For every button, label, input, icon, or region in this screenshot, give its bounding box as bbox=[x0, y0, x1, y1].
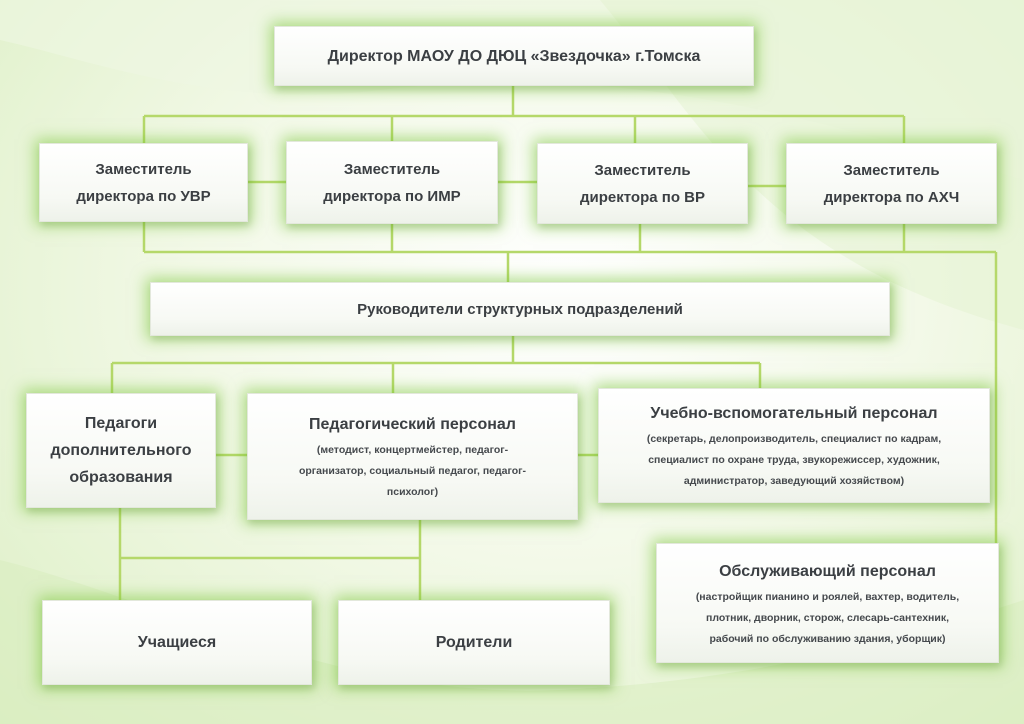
ped-staff-line1: (методист, концертмейстер, педагог- bbox=[316, 444, 509, 456]
deputy-imr-line2: директора по ИМР bbox=[323, 187, 461, 205]
deputy-imr-line1: Заместитель bbox=[343, 160, 441, 178]
teachers-line3: образования bbox=[69, 469, 173, 486]
ped-staff-line3: психолог) bbox=[386, 486, 439, 498]
deputy-ahch-line1: Заместитель bbox=[843, 161, 940, 179]
aux-staff-line2: специалист по охране труда, звукорежиссе… bbox=[648, 454, 940, 466]
deputy-uvr-line2: директора по УВР bbox=[76, 187, 211, 205]
service-staff-box: Обслуживающий персонал (настройщик пиани… bbox=[656, 543, 999, 663]
parents-box: Родители bbox=[338, 600, 610, 685]
ped-staff-title: Педагогический персонал bbox=[309, 416, 516, 433]
service-staff-line2: плотник, дворник, сторож, слесарь-сантех… bbox=[705, 611, 950, 624]
service-staff-line1: (настройщик пианино и роялей, вахтер, во… bbox=[695, 590, 960, 603]
parents-title: Родители bbox=[435, 634, 513, 651]
aux-staff-title: Учебно-вспомогательный персонал bbox=[650, 405, 938, 422]
aux-staff-line3: администратор, заведующий хозяйством) bbox=[683, 475, 905, 487]
aux-staff-box: Учебно-вспомогательный персонал (секрета… bbox=[598, 388, 990, 503]
teachers-line1: Педагоги bbox=[84, 415, 158, 432]
teachers-line2: дополнительного bbox=[50, 442, 192, 459]
heads-title: Руководители структурных подразделений bbox=[357, 300, 683, 318]
director-title: Директор МАОУ ДО ДЮЦ «Звездочка» г.Томск… bbox=[327, 47, 701, 65]
deputy-uvr-box: Заместитель директора по УВР bbox=[39, 143, 248, 222]
deputy-vr-box: Заместитель директора по ВР bbox=[537, 143, 748, 224]
students-box: Учащиеся bbox=[42, 600, 312, 685]
service-staff-title: Обслуживающий персонал bbox=[719, 562, 936, 580]
director-box: Директор МАОУ ДО ДЮЦ «Звездочка» г.Томск… bbox=[274, 26, 754, 86]
deputy-vr-line1: Заместитель bbox=[594, 161, 691, 179]
ped-staff-line2: организатор, социальный педагог, педагог… bbox=[298, 465, 527, 477]
deputy-imr-box: Заместитель директора по ИМР bbox=[286, 141, 498, 224]
aux-staff-line1: (секретарь, делопроизводитель, специалис… bbox=[646, 433, 942, 445]
service-staff-line3: рабочий по обслуживанию здания, уборщик) bbox=[709, 632, 946, 645]
deputy-ahch-box: Заместитель директора по АХЧ bbox=[786, 143, 997, 224]
heads-box: Руководители структурных подразделений bbox=[150, 282, 890, 336]
teachers-box: Педагоги дополнительного образования bbox=[26, 393, 216, 508]
deputy-uvr-line1: Заместитель bbox=[95, 160, 192, 178]
ped-staff-box: Педагогический персонал (методист, конце… bbox=[247, 393, 578, 520]
deputy-ahch-line2: директора по АХЧ bbox=[823, 188, 960, 206]
students-title: Учащиеся bbox=[137, 634, 217, 651]
deputy-vr-line2: директора по ВР bbox=[580, 188, 705, 206]
